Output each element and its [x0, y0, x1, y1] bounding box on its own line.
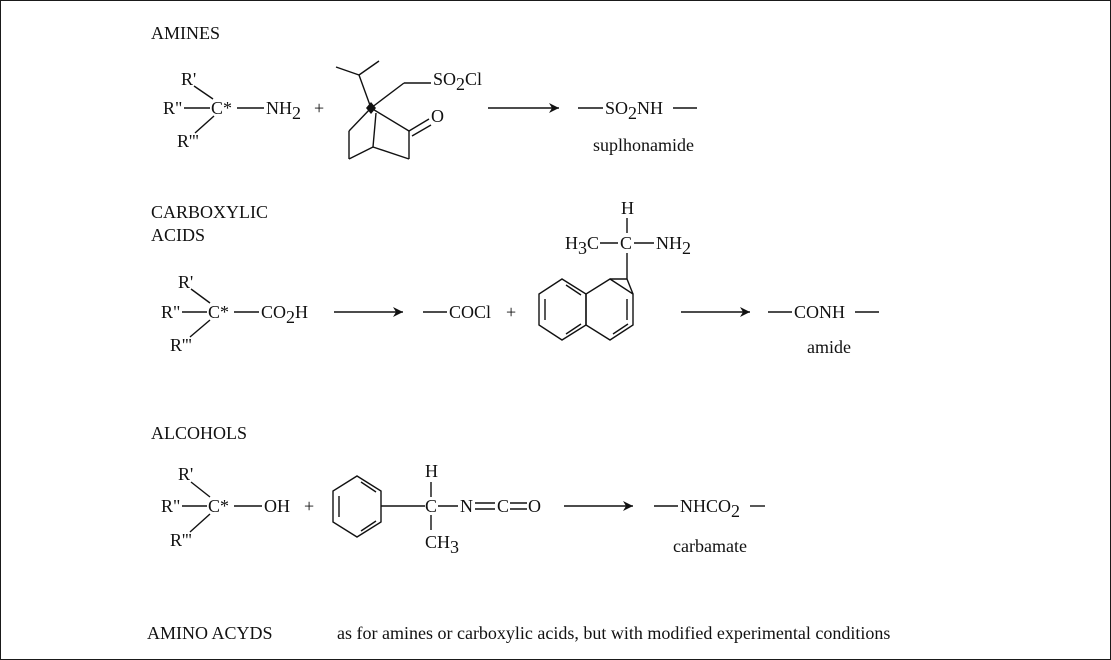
isocyanate-c-label: C — [425, 496, 437, 516]
amines-chiral-amine: R' R" R''' C* NH2 — [163, 69, 301, 151]
alcohols-r3-label: R''' — [170, 530, 192, 550]
carboxylic-heading-line1: CARBOXYLIC — [151, 202, 268, 222]
carboxylic-chiral-acid: R' R" R''' C* CO2H — [161, 272, 308, 355]
sulfonamide-name: suplhonamide — [593, 135, 694, 155]
alcohols-section: ALCOHOLS R' R" R''' C* OH + H C N — [151, 423, 765, 557]
naphthylethylamine-reagent: H H3C C NH2 — [538, 198, 691, 341]
carboxylic-acids-section: CARBOXYLIC ACIDS R' R" R''' C* CO2H COCl… — [151, 198, 879, 357]
amide-name: amide — [807, 337, 851, 357]
naphthyl-h-label: H — [621, 198, 634, 218]
carboxylic-plus-sign: + — [506, 302, 516, 322]
camphorsulfonyl-chloride-reagent: SO2Cl O — [335, 60, 482, 160]
camphor-ring-bond-1 — [348, 107, 372, 132]
naphthalene-double-bond-2 — [565, 284, 582, 296]
amines-chiral-center-label: C* — [211, 98, 232, 118]
isocyanate-h-label: H — [425, 461, 438, 481]
isocyanate-ch3-label: CH3 — [425, 532, 459, 557]
amines-nh2-label: NH2 — [266, 98, 301, 123]
amines-heading: AMINES — [151, 23, 220, 43]
camphor-so2cl-label: SO2Cl — [433, 69, 482, 94]
amines-r3-label: R''' — [177, 131, 199, 151]
alcohols-chiral-alcohol: R' R" R''' C* OH — [161, 464, 290, 550]
camphor-ring-bond-4 — [372, 146, 410, 160]
isocyanate-o-label: O — [528, 496, 541, 516]
carboxylic-bond-r3 — [189, 319, 211, 338]
alcohols-r2-label: R" — [161, 496, 180, 516]
amines-section: AMINES R' R" R''' C* NH2 + — [151, 23, 697, 160]
carboxylic-bond-r1 — [190, 288, 211, 304]
amide-product: CONH amide — [768, 302, 879, 357]
amines-bond-r1 — [193, 85, 214, 100]
alcohols-oh-label: OH — [264, 496, 290, 516]
amines-r1-label: R' — [181, 69, 196, 89]
amino-acids-section: AMINO ACYDS as for amines or carboxylic … — [147, 623, 890, 643]
camphor-oxygen-label: O — [431, 106, 444, 126]
naphthalene-ring-right — [585, 278, 634, 341]
naphthalene-double-bond-5 — [612, 323, 629, 335]
camphor-bridge-bond — [358, 74, 372, 109]
carbamate-product: NHCO2 carbamate — [654, 496, 765, 556]
alcohols-bond-r1 — [190, 481, 211, 498]
camphor-ch2-bond — [370, 82, 405, 109]
alcohols-r1-label: R' — [178, 464, 193, 484]
camphor-carbonyl-bond-b — [411, 124, 432, 137]
acyl-chloride-intermediate: COCl — [423, 302, 491, 322]
amines-r2-label: R" — [163, 98, 182, 118]
amines-plus-sign: + — [314, 98, 324, 118]
alcohols-plus-sign: + — [304, 496, 314, 516]
sulfonamide-product: SO2NH suplhonamide — [578, 98, 697, 155]
naphthalene-double-bond-3 — [565, 323, 582, 335]
naphthyl-h3c-label: H3C — [565, 233, 599, 258]
naphthalene-ring-left — [538, 278, 587, 341]
amino-acids-note: as for amines or carboxylic acids, but w… — [337, 623, 890, 643]
carbamate-name: carbamate — [673, 536, 747, 556]
naphthyl-c-label: C — [620, 233, 632, 253]
camphor-ring-bond-6 — [370, 107, 410, 132]
isocyanate-n-label: N — [460, 496, 473, 516]
camphor-methyl-bond-1 — [335, 66, 360, 76]
camphor-stereo-wedge — [366, 102, 376, 114]
alcohols-chiral-center-label: C* — [208, 496, 229, 516]
carbamate-formula: NHCO2 — [680, 496, 740, 521]
isocyanate-c2-label: C — [497, 496, 509, 516]
acyl-chloride-formula: COCl — [449, 302, 491, 322]
sulfonamide-formula: SO2NH — [605, 98, 663, 123]
phenylethyl-isocyanate-reagent: H C N C O CH3 — [332, 461, 541, 557]
carboxylic-r1-label: R' — [178, 272, 193, 292]
amino-acids-heading: AMINO ACYDS — [147, 623, 273, 643]
alcohols-bond-r3 — [189, 513, 211, 533]
amines-bond-r3 — [194, 115, 215, 134]
camphor-ring-bond-3 — [348, 146, 374, 160]
alcohols-heading: ALCOHOLS — [151, 423, 247, 443]
benzene-ring — [332, 475, 382, 538]
carboxylic-heading-line2: ACIDS — [151, 225, 205, 245]
camphor-methyl-bond-2 — [358, 60, 380, 76]
amide-formula: CONH — [794, 302, 845, 322]
naphthyl-nh2-label: NH2 — [656, 233, 691, 258]
carboxylic-co2h-label: CO2H — [261, 302, 308, 327]
carboxylic-r3-label: R''' — [170, 335, 192, 355]
benzene-double-bond-3 — [360, 520, 377, 532]
naphthalene-peri-bond-2 — [626, 278, 634, 295]
camphor-carbonyl-bond-a — [408, 118, 430, 132]
benzene-double-bond-2 — [360, 481, 377, 493]
camphor-bridgehead-bond — [372, 112, 377, 148]
carboxylic-r2-label: R" — [161, 302, 180, 322]
carboxylic-chiral-center-label: C* — [208, 302, 229, 322]
